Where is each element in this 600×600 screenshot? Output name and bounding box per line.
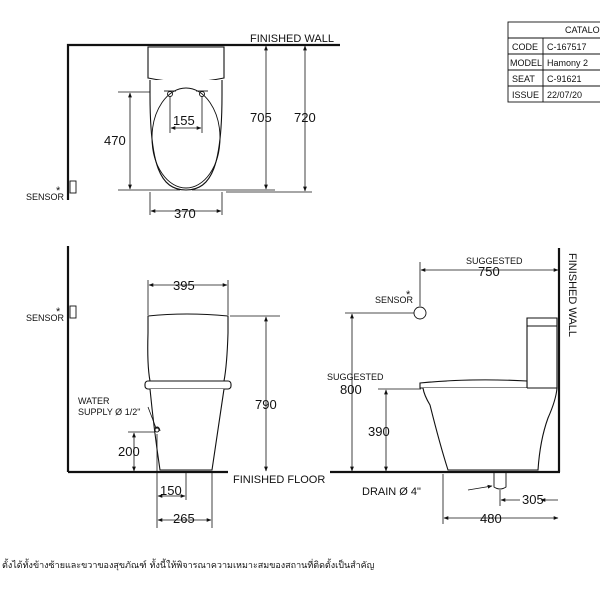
top-view: FINISHED WALL SENSOR * 155 470 705 7	[26, 33, 340, 221]
installation-note: ตั้งได้ทั้งข้างซ้ายและขวาของสุขภัณฑ์ ทั้…	[2, 558, 375, 571]
finished-floor-label: FINISHED FLOOR	[233, 474, 325, 486]
drain-outlet-icon	[493, 472, 507, 490]
tank-front-view	[147, 313, 229, 382]
sensor-label-top: SENSOR	[26, 192, 65, 202]
dim-390: 390	[368, 424, 390, 439]
dim-155: 155	[173, 113, 195, 128]
suggested-label-750: SUGGESTED	[466, 256, 523, 266]
dim-305: 305	[522, 492, 544, 507]
bowl-side-view	[422, 387, 558, 471]
sensor-label-side: SENSOR	[375, 295, 414, 305]
catalog-key-code: CODE	[512, 42, 538, 52]
seat-front-view	[144, 380, 232, 390]
dim-750: 750	[478, 264, 500, 279]
dim-470: 470	[104, 133, 126, 148]
dim-790: 790	[255, 397, 277, 412]
drain-label: DRAIN Ø 4"	[362, 486, 421, 498]
dim-265: 265	[173, 511, 195, 526]
sensor-side-icon	[413, 306, 427, 320]
catalog-table: CATALOG CODE C-167517 MODEL Hamony 2 SEA…	[507, 21, 600, 103]
sensor-star-top: *	[56, 185, 61, 197]
dim-705: 705	[250, 110, 272, 125]
catalog-value-model: Hamony 2	[547, 58, 588, 68]
seat-side-view	[419, 379, 528, 389]
dim-480: 480	[480, 511, 502, 526]
water-supply-leader	[147, 406, 157, 429]
finished-wall-side-label: FINISHED WALL	[566, 253, 578, 337]
tank-top-view	[147, 46, 225, 83]
catalog-key-model: MODEL	[510, 58, 542, 68]
catalog-value-issue: 22/07/20	[547, 90, 582, 100]
side-view: FINISHED WALL SENSOR * SUGGESTED 750 SUG…	[327, 248, 578, 526]
finished-wall-top-label: FINISHED WALL	[250, 33, 334, 45]
dim-150: 150	[160, 483, 182, 498]
tank-side-view	[526, 317, 558, 389]
seat-outline-top	[151, 87, 221, 189]
sensor-box-top	[69, 180, 77, 194]
water-supply-label-1: WATER	[78, 396, 110, 406]
hinge-right-icon	[199, 91, 205, 97]
pedestal-front-view	[149, 388, 225, 471]
dim-800: 800	[340, 382, 362, 397]
sensor-label-front: SENSOR	[26, 313, 65, 323]
dim-370: 370	[174, 206, 196, 221]
dim-200: 200	[118, 444, 140, 459]
bowl-top-view	[149, 80, 223, 191]
hinge-left-icon	[167, 91, 173, 97]
catalog-key-seat: SEAT	[512, 74, 535, 84]
top-view-wall	[66, 43, 340, 200]
water-supply-label-2: SUPPLY Ø 1/2"	[78, 407, 140, 417]
suggested-label-800: SUGGESTED	[327, 372, 384, 382]
catalog-value-seat: C-91621	[547, 74, 582, 84]
catalog-key-issue: ISSUE	[512, 90, 539, 100]
sensor-box-front	[69, 305, 77, 319]
sensor-star-side: *	[406, 289, 411, 301]
catalog-value-code: C-167517	[547, 42, 587, 52]
dim-720: 720	[294, 110, 316, 125]
front-view: FINISHED FLOOR SENSOR * WATER SUPPLY Ø 1…	[26, 246, 560, 528]
dim-395: 395	[173, 278, 195, 293]
catalog-title: CATALOG	[565, 25, 600, 35]
sensor-star-front: *	[56, 306, 61, 318]
